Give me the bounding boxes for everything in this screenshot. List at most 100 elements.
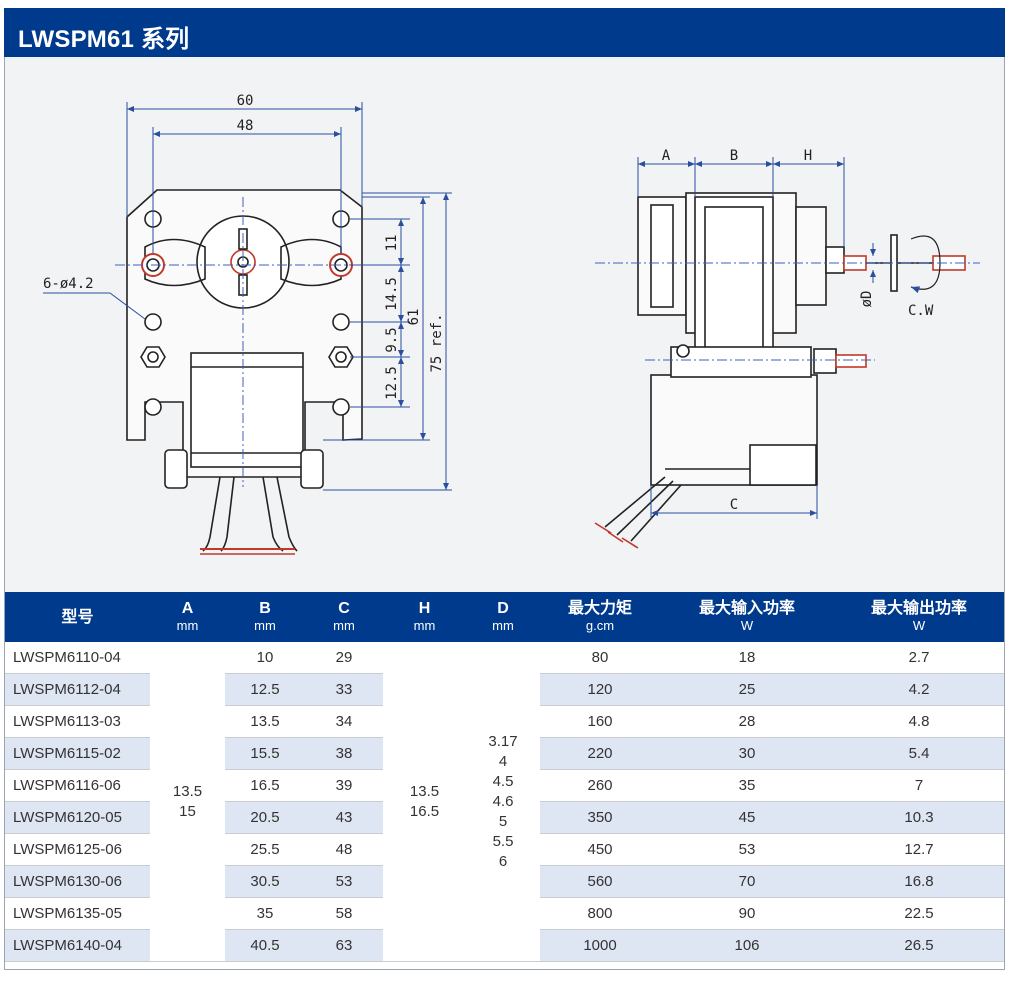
torque-cell: 80 <box>540 642 660 674</box>
model-cell: LWSPM6125-06 <box>5 833 150 866</box>
input-power-cell: 53 <box>660 833 834 866</box>
input-power-cell: 35 <box>660 769 834 802</box>
output-power-cell: 12.7 <box>834 833 1004 866</box>
input-power-cell: 25 <box>660 673 834 706</box>
model-cell: LWSPM6113-03 <box>5 705 150 738</box>
front-dimensions <box>43 102 452 491</box>
b-cell: 15.5 <box>225 737 305 770</box>
table-row: LWSPM6130-06 30.5 53 560 70 16.8 <box>5 865 1004 898</box>
table-row: LWSPM6116-06 16.5 39 260 35 7 <box>5 769 1004 802</box>
model-cell: LWSPM6112-04 <box>5 673 150 706</box>
output-power-cell: 5.4 <box>834 737 1004 770</box>
front-centerlines <box>115 197 375 487</box>
technical-drawing: 60 48 6-ø4.2 11 14.5 9.5 12.5 61 75 ref. <box>5 57 1004 592</box>
c-cell: 43 <box>305 801 383 834</box>
side-dimensions <box>637 157 876 519</box>
b-cell: 16.5 <box>225 769 305 802</box>
b-cell: 25.5 <box>225 833 305 866</box>
col-model-header: 型号 <box>5 592 150 642</box>
torque-cell: 560 <box>540 865 660 898</box>
output-power-cell: 10.3 <box>834 801 1004 834</box>
dim-75-ref-label: 75 ref. <box>429 313 445 372</box>
dim-61-label: 61 <box>406 309 422 326</box>
c-cell: 39 <box>305 769 383 802</box>
side-centerlines <box>595 262 980 361</box>
torque-cell: 800 <box>540 897 660 930</box>
model-cell: LWSPM6120-05 <box>5 801 150 834</box>
model-cell: LWSPM6116-06 <box>5 769 150 802</box>
output-power-cell: 4.2 <box>834 673 1004 706</box>
torque-cell: 160 <box>540 705 660 738</box>
h-merged-cell: 13.5 16.5 <box>383 642 466 962</box>
b-cell: 30.5 <box>225 865 305 898</box>
torque-cell: 120 <box>540 673 660 706</box>
dim-48-label: 48 <box>237 118 254 134</box>
b-cell: 12.5 <box>225 673 305 706</box>
c-cell: 38 <box>305 737 383 770</box>
model-cell: LWSPM6115-02 <box>5 737 150 770</box>
model-cell: LWSPM6130-06 <box>5 865 150 898</box>
page-title: LWSPM61 系列 <box>18 26 190 53</box>
table-row: LWSPM6112-04 12.5 33 120 25 4.2 <box>5 673 1004 706</box>
c-cell: 33 <box>305 673 383 706</box>
input-power-cell: 70 <box>660 865 834 898</box>
dim-b-label: B <box>730 148 738 164</box>
dim-9-5-label: 9.5 <box>384 327 400 352</box>
side-dim-labels: A B H C øD C.W <box>662 148 934 513</box>
table-row: LWSPM6135-05 35 58 800 90 22.5 <box>5 897 1004 930</box>
c-cell: 53 <box>305 865 383 898</box>
dim-h-label: H <box>804 148 812 164</box>
model-cell: LWSPM6140-04 <box>5 929 150 962</box>
output-power-cell: 4.8 <box>834 705 1004 738</box>
side-view <box>594 192 966 549</box>
a-merged-cell: 13.5 15 <box>150 642 225 962</box>
input-power-cell: 30 <box>660 737 834 770</box>
d-merged-cell: 3.17 4 4.5 4.6 5 5.5 6 <box>466 642 540 962</box>
motor-drawing-svg: 60 48 6-ø4.2 11 14.5 9.5 12.5 61 75 ref. <box>43 93 980 555</box>
model-cell: LWSPM6110-04 <box>5 642 150 674</box>
input-power-cell: 45 <box>660 801 834 834</box>
table-row: LWSPM6110-04 13.5 15 10 29 13.5 16.5 3.1… <box>5 642 1004 962</box>
input-power-cell: 28 <box>660 705 834 738</box>
c-cell: 34 <box>305 705 383 738</box>
torque-cell: 350 <box>540 801 660 834</box>
dim-14-5-label: 14.5 <box>384 277 400 311</box>
dim-d-label: øD <box>859 291 875 308</box>
front-view <box>126 189 363 555</box>
table-row: LWSPM6125-06 25.5 48 450 53 12.7 <box>5 833 1004 866</box>
c-cell: 63 <box>305 929 383 962</box>
front-dim-labels: 60 48 6-ø4.2 11 14.5 9.5 12.5 61 75 ref. <box>43 93 445 400</box>
torque-cell: 260 <box>540 769 660 802</box>
c-cell: 48 <box>305 833 383 866</box>
b-cell: 35 <box>225 897 305 930</box>
torque-cell: 450 <box>540 833 660 866</box>
input-power-cell: 106 <box>660 929 834 962</box>
b-cell: 13.5 <box>225 705 305 738</box>
output-power-cell: 16.8 <box>834 865 1004 898</box>
dim-a-label: A <box>662 148 671 164</box>
title-bar: LWSPM61 系列 <box>4 8 1005 57</box>
hole-spec-label: 6-ø4.2 <box>43 276 94 292</box>
torque-cell: 1000 <box>540 929 660 962</box>
c-cell: 29 <box>305 642 383 674</box>
dim-12-5-label: 12.5 <box>384 366 400 400</box>
rotation-label: C.W <box>908 303 934 319</box>
input-power-cell: 18 <box>660 642 834 674</box>
output-power-cell: 7 <box>834 769 1004 802</box>
b-cell: 10 <box>225 642 305 674</box>
table-row: LWSPM6140-04 40.5 63 1000 106 26.5 <box>5 929 1004 962</box>
torque-cell: 220 <box>540 737 660 770</box>
dim-60-label: 60 <box>237 93 254 109</box>
table-row: LWSPM6120-05 20.5 43 350 45 10.3 <box>5 801 1004 834</box>
output-power-cell: 26.5 <box>834 929 1004 962</box>
